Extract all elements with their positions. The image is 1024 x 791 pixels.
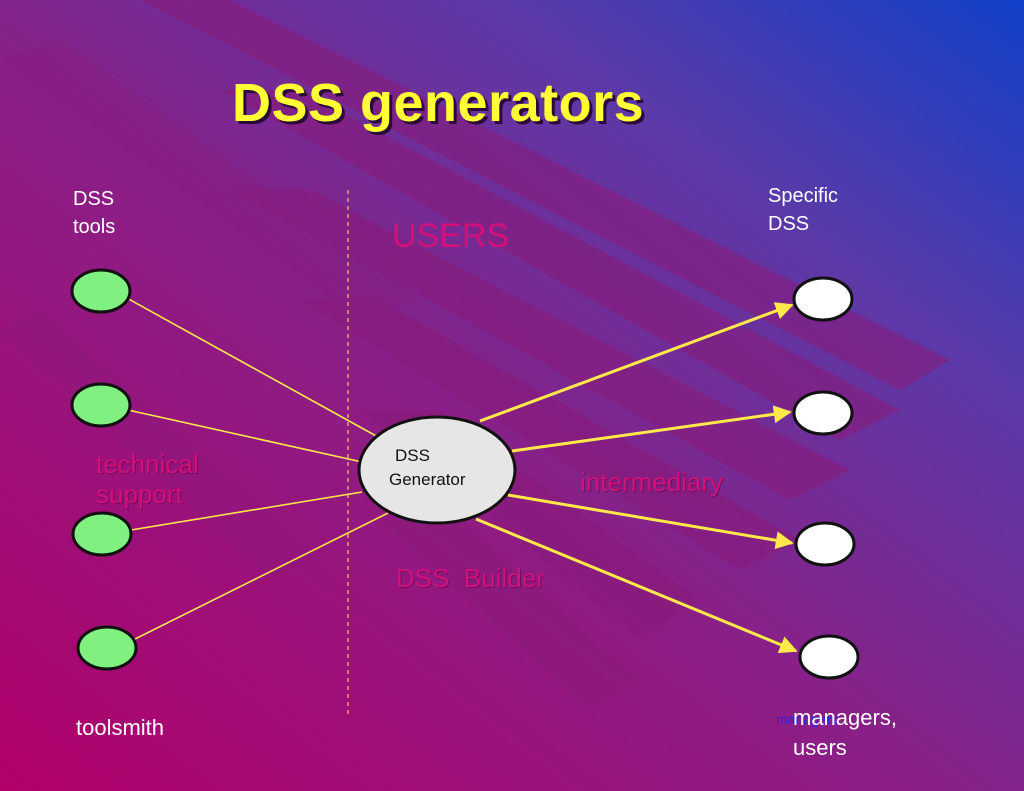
managers-overlap-label: managers [776, 711, 839, 727]
connector-tool-3 [130, 491, 363, 531]
decorative-stripes [0, 0, 950, 710]
generator-label: DSS Generator [389, 444, 485, 492]
connector-tool-1 [124, 296, 379, 438]
technical-support-line2: support [96, 479, 183, 509]
tool-connectors [124, 296, 389, 641]
connector-tool-2 [127, 409, 363, 463]
dss-tools-label-line2: tools [73, 216, 116, 238]
dss-generator-node [357, 415, 517, 525]
managers-users-line2: users [793, 735, 847, 760]
dss-connectors [475, 302, 798, 654]
specific-dss-nodes [792, 276, 860, 680]
specific-dss-node-1 [792, 276, 854, 322]
generator-label-line1: DSS [395, 446, 430, 465]
slide-title: DSS generators [232, 73, 645, 133]
specific-dss-label-line1: Specific [768, 185, 839, 207]
managers-users-line1: managers, [793, 705, 897, 730]
generator-label-line2: Generator [389, 470, 466, 489]
toolsmith-label: toolsmith [76, 715, 165, 740]
technical-support-label: technical support [96, 449, 199, 509]
specific-dss-node-4 [798, 634, 860, 680]
intermediary-label: intermediary [580, 467, 724, 497]
managers-users-label: managers, users [793, 703, 897, 763]
dss-tool-node-4 [76, 625, 138, 671]
specific-dss-label-line2: DSS [768, 213, 810, 235]
dss-tool-nodes [70, 268, 138, 671]
dss-tool-node-2 [70, 382, 132, 428]
arrow-specific-1 [479, 302, 794, 423]
dss-tool-node-3 [71, 511, 133, 557]
arrow-specific-3 [507, 493, 794, 550]
specific-dss-node-2 [792, 390, 854, 436]
arrow-specific-4 [475, 517, 798, 654]
technical-support-line1: technical [96, 449, 199, 479]
connector-tool-4 [132, 512, 389, 641]
specific-dss-node-3 [794, 521, 856, 567]
dss-tools-label: DSS tools [73, 185, 115, 241]
users-label: USERS [392, 217, 510, 255]
specific-dss-label: Specific DSS [768, 182, 838, 238]
dss-tool-node-1 [70, 268, 132, 314]
dss-builder-label: DSS Builder [396, 563, 545, 593]
dss-tools-label-line1: DSS [73, 188, 115, 210]
arrow-specific-2 [511, 405, 792, 453]
